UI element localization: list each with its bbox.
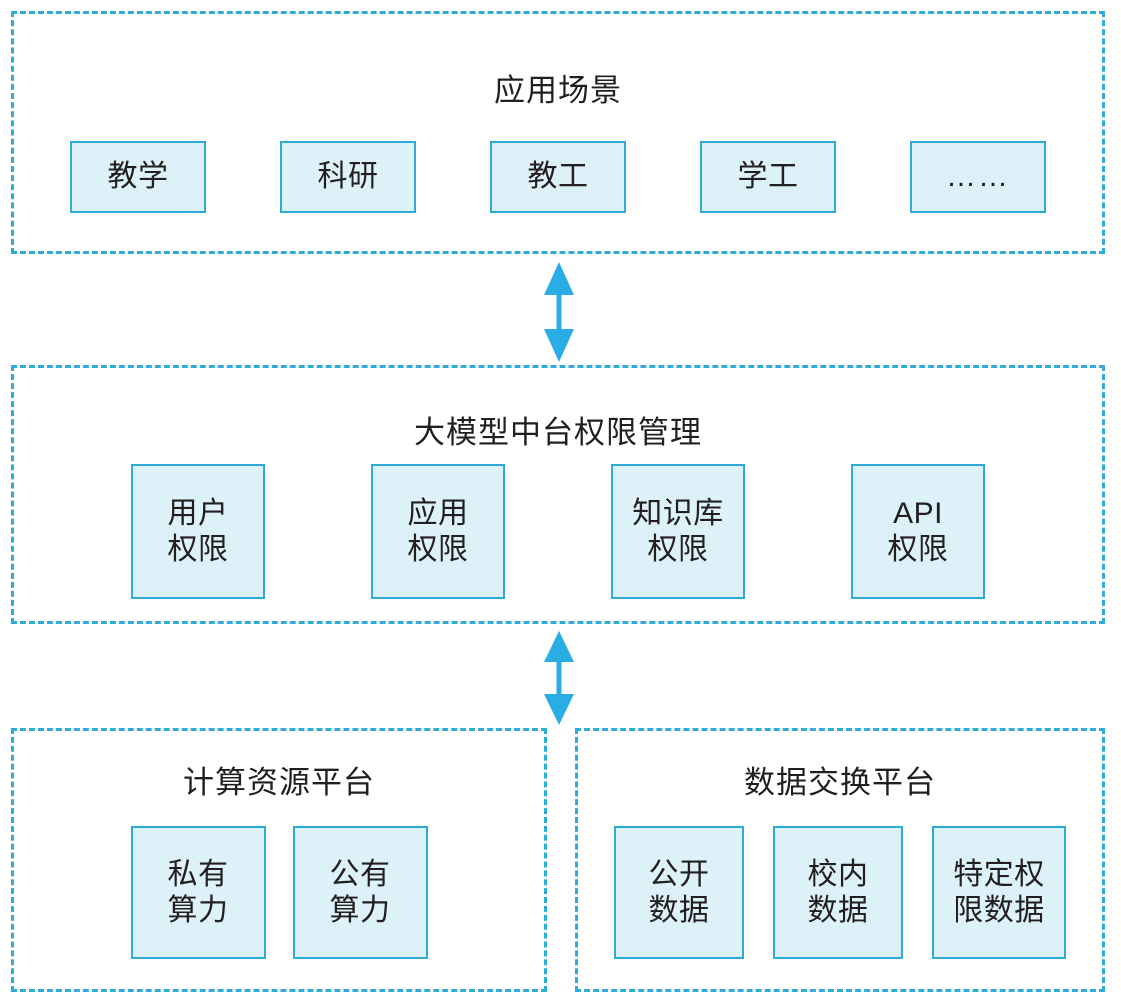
platform-node-row: 用户 权限 应用 权限 知识库 权限 API 权限 (14, 464, 1102, 599)
node-research[interactable]: 科研 (280, 141, 416, 213)
panel-title-application-scenario: 应用场景 (494, 73, 622, 108)
node-public-compute[interactable]: 公有 算力 (292, 826, 428, 959)
compute-node-row: 私有 算力 公有 算力 (14, 826, 544, 959)
node-application-permission[interactable]: 应用 权限 (371, 464, 505, 599)
panel-compute-resource-platform: 计算资源平台 私有 算力 公有 算力 (11, 728, 547, 992)
node-user-permission[interactable]: 用户 权限 (131, 464, 265, 599)
node-private-compute[interactable]: 私有 算力 (130, 826, 266, 959)
panel-data-exchange-platform: 数据交换平台 公开 数据 校内 数据 特定权 限数据 (575, 728, 1105, 992)
panel-model-platform-permission: 大模型中台权限管理 用户 权限 应用 权限 知识库 权限 API 权限 (11, 365, 1105, 624)
node-public-data[interactable]: 公开 数据 (614, 826, 744, 959)
node-knowledge-base-permission[interactable]: 知识库 权限 (611, 464, 745, 599)
panel-title-compute-resource-platform: 计算资源平台 (183, 765, 375, 800)
connector-platform-to-infrastructure (536, 631, 582, 725)
scenario-node-row: 教学 科研 教工 学工 …… (14, 141, 1102, 213)
panel-title-model-platform-permission: 大模型中台权限管理 (414, 415, 702, 450)
node-campus-data[interactable]: 校内 数据 (773, 826, 903, 959)
data-node-row: 公开 数据 校内 数据 特定权 限数据 (578, 826, 1102, 959)
connector-scenario-to-platform (536, 262, 582, 362)
panel-application-scenario: 应用场景 教学 科研 教工 学工 …… (11, 11, 1105, 254)
node-api-permission[interactable]: API 权限 (851, 464, 985, 599)
panel-title-data-exchange-platform: 数据交换平台 (744, 765, 936, 800)
node-restricted-permission-data[interactable]: 特定权 限数据 (932, 826, 1066, 959)
node-faculty-affairs[interactable]: 教工 (490, 141, 626, 213)
node-teaching[interactable]: 教学 (70, 141, 206, 213)
node-student-affairs[interactable]: 学工 (700, 141, 836, 213)
node-more-ellipsis[interactable]: …… (910, 141, 1046, 213)
